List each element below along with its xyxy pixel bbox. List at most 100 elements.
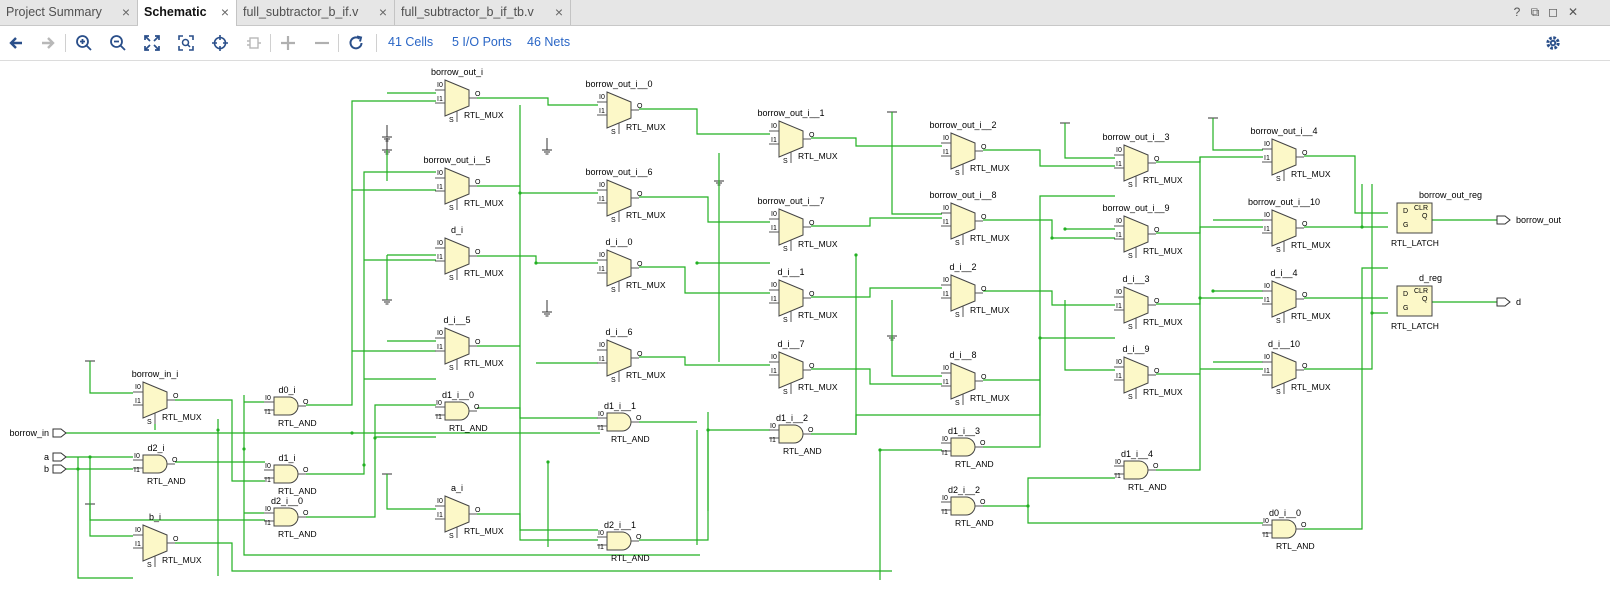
cells-count-link[interactable]: 41 Cells — [388, 35, 434, 49]
forward-arrow-icon[interactable] — [38, 33, 58, 53]
zoom-out-icon[interactable] — [108, 33, 128, 53]
mux-symbol — [778, 208, 804, 246]
pin-label: O — [173, 393, 179, 400]
pin-label: I1 — [135, 541, 141, 548]
cell-pins — [597, 349, 639, 382]
restore-icon[interactable]: ⧉ — [1530, 5, 1540, 19]
pin-label: I0 — [1263, 518, 1269, 525]
pin-label: I1 — [1116, 161, 1122, 168]
pin-label: I1 — [943, 149, 949, 156]
gear-icon[interactable] — [1543, 33, 1563, 53]
zoom-fit-icon[interactable] — [142, 33, 162, 53]
cell-pins — [1114, 465, 1156, 475]
net-wire — [639, 196, 770, 511]
pin-label: I1 — [265, 520, 271, 527]
tab-full-subtractor-b-if[interactable]: full_subtractor_b_if.v × — [237, 0, 395, 25]
crosshair-icon[interactable] — [210, 33, 230, 53]
close-window-icon[interactable]: ✕ — [1567, 5, 1579, 19]
pin-label: O — [303, 467, 309, 474]
net-junction — [216, 428, 220, 432]
pin-label: O — [1154, 227, 1160, 234]
close-icon[interactable]: × — [121, 4, 130, 20]
cell-name: d1_i — [278, 453, 295, 463]
io-ports-link[interactable]: 5 I/O Ports — [452, 35, 512, 49]
plus-icon[interactable] — [278, 33, 298, 53]
close-icon[interactable]: × — [554, 4, 563, 20]
and-gate-symbol — [606, 412, 632, 432]
expand-cell-icon[interactable] — [244, 33, 264, 53]
zoom-in-icon[interactable] — [74, 33, 94, 53]
input-port-borrow-in[interactable]: borrow_in — [9, 428, 67, 438]
back-arrow-icon[interactable] — [6, 33, 26, 53]
output-port-borrow-out[interactable]: borrow_out — [1496, 215, 1562, 225]
input-port-a[interactable]: a — [44, 452, 67, 462]
pin-label: G — [1403, 305, 1408, 312]
maximize-icon[interactable]: ◻ — [1548, 5, 1558, 19]
cell-pins — [264, 469, 306, 479]
pin-label: O — [809, 363, 815, 370]
pin-label: I0 — [1116, 147, 1122, 154]
pin-label: O — [474, 404, 480, 411]
and-gate-symbol — [444, 401, 470, 421]
help-icon[interactable]: ? — [1513, 5, 1521, 19]
tab-schematic[interactable]: Schematic × — [138, 0, 237, 26]
close-icon[interactable]: × — [378, 4, 387, 20]
close-icon[interactable]: × — [220, 4, 229, 20]
tab-project-summary[interactable]: Project Summary × — [0, 0, 138, 25]
ground-symbol — [382, 125, 392, 142]
minus-icon[interactable] — [312, 33, 332, 53]
refresh-icon[interactable] — [346, 33, 366, 53]
mux-symbol — [778, 351, 804, 389]
input-port-b[interactable]: b — [44, 464, 67, 474]
tab-full-subtractor-b-if-tb[interactable]: full_subtractor_b_if_tb.v × — [395, 0, 571, 25]
and-gate-symbol — [950, 496, 976, 516]
output-port-d[interactable]: d — [1496, 297, 1521, 307]
mux-symbol — [950, 132, 976, 170]
nets-count-link[interactable]: 46 Nets — [527, 35, 571, 49]
zoom-selection-icon[interactable] — [176, 33, 196, 53]
cell-name: d_i__1 — [777, 267, 804, 277]
